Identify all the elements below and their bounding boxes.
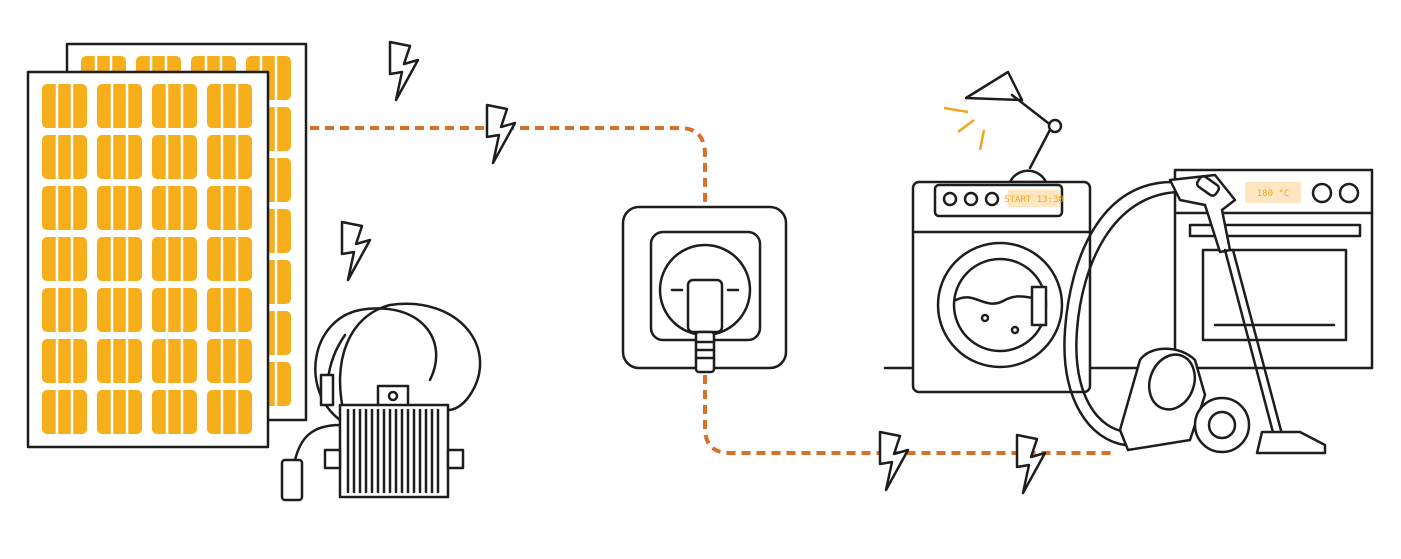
solar-cell — [97, 186, 142, 230]
solar-cell — [152, 186, 197, 230]
wall-socket — [621, 205, 788, 374]
desk-lamp — [943, 70, 1063, 184]
cable-socket-to-appliances — [703, 375, 1115, 455]
solar-cell — [97, 288, 142, 332]
solar-cell — [152, 84, 197, 128]
oven-knob — [1338, 182, 1360, 204]
solar-cell — [97, 339, 142, 383]
solar-panel-front — [26, 70, 270, 449]
solar-cell — [42, 84, 87, 128]
cable-panel-to-socket — [310, 126, 707, 205]
lightning-bolt-icon — [485, 103, 517, 165]
solar-cell — [97, 390, 142, 434]
solar-cell — [42, 135, 87, 179]
solar-cell — [207, 237, 252, 281]
solar-cell — [42, 390, 87, 434]
solar-cell — [207, 186, 252, 230]
solar-cell — [207, 288, 252, 332]
solar-cell — [97, 135, 142, 179]
oven-display: 180 °C — [1257, 189, 1290, 199]
washer-display: START 13:30 — [1004, 195, 1064, 205]
washing-machine: START 13:30 — [911, 180, 1092, 394]
solar-cell — [152, 288, 197, 332]
oven-knob — [1311, 182, 1333, 204]
solar-cell — [152, 237, 197, 281]
solar-cell — [152, 339, 197, 383]
solar-cell — [97, 237, 142, 281]
solar-cell — [97, 84, 142, 128]
solar-cell — [207, 390, 252, 434]
solar-cell — [207, 135, 252, 179]
solar-cell — [152, 135, 197, 179]
solar-cell — [207, 84, 252, 128]
lightning-bolt-icon — [388, 40, 420, 102]
lightning-bolt-icon — [340, 220, 372, 282]
solar-cell — [152, 390, 197, 434]
oven: 180 °C — [1173, 168, 1374, 370]
solar-cell — [42, 237, 87, 281]
solar-cell — [207, 339, 252, 383]
solar-cell — [42, 288, 87, 332]
vacuum-cleaner — [1063, 173, 1327, 455]
solar-cell — [42, 186, 87, 230]
micro-inverter — [280, 302, 482, 502]
lightning-bolt-icon — [1015, 433, 1047, 495]
lightning-bolt-icon — [878, 430, 910, 492]
solar-cell — [42, 339, 87, 383]
